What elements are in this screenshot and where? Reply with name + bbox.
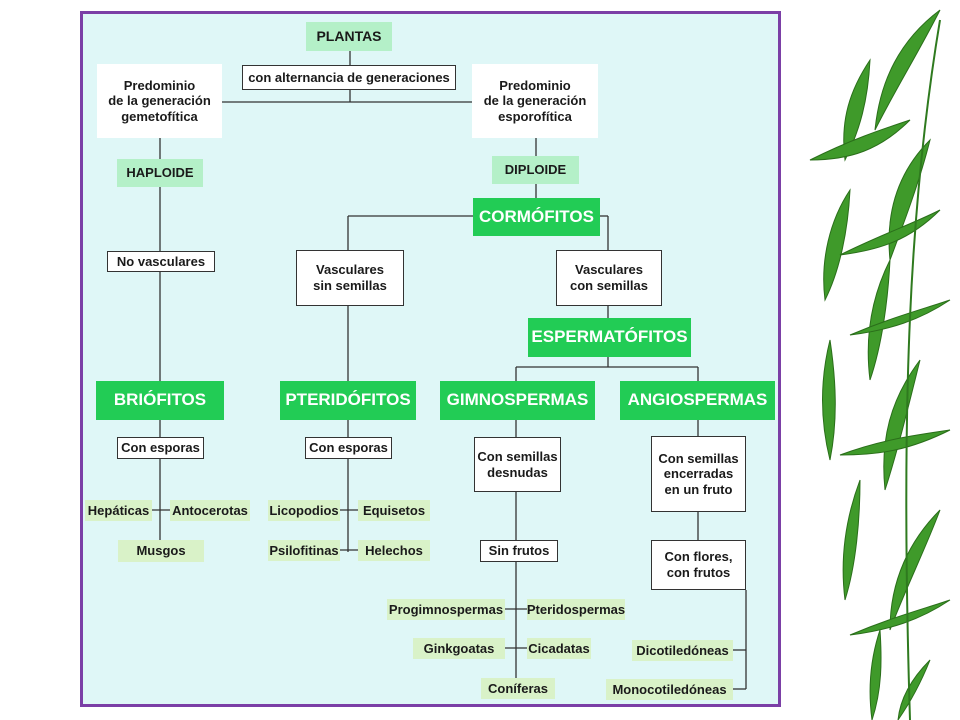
antocerotas-tag: Antocerotas: [170, 500, 250, 521]
sporophytic-node: Predominio de la generación esporofítica: [472, 64, 598, 138]
vascular-seeds-node: Vasculares con semillas: [556, 250, 662, 306]
enclosed-seeds-node: Con semillas encerradas en un fruto: [651, 436, 746, 512]
monocotiledoneas-tag: Monocotiledóneas: [606, 679, 733, 700]
pteridospermas-tag: Pteridospermas: [527, 599, 625, 620]
ginkgoatas-tag: Ginkgoatas: [413, 638, 505, 659]
bamboo-leaves-decoration: [809, 9, 951, 720]
gymnosperms-node: GIMNOSPERMAS: [440, 381, 595, 420]
coniferas-tag: Coníferas: [481, 678, 555, 699]
root-node: PLANTAS: [306, 22, 392, 51]
bryophytes-node: BRIÓFITOS: [96, 381, 224, 420]
no-fruits-node: Sin frutos: [480, 540, 558, 562]
flowers-fruits-node: Con flores, con frutos: [651, 540, 746, 590]
cicadatas-tag: Cicadatas: [527, 638, 591, 659]
hepaticas-tag: Hepáticas: [85, 500, 152, 521]
equisetos-tag: Equisetos: [358, 500, 430, 521]
dicotiledoneas-tag: Dicotiledóneas: [632, 640, 733, 661]
cormophytes-node: CORMÓFITOS: [473, 198, 600, 236]
pterido-spores-node: Con esporas: [305, 437, 392, 459]
bryo-spores-node: Con esporas: [117, 437, 204, 459]
musgos-tag: Musgos: [118, 540, 204, 562]
helechos-tag: Helechos: [358, 540, 430, 561]
diploid-node: DIPLOIDE: [492, 156, 579, 184]
vascular-no-seeds-node: Vasculares sin semillas: [296, 250, 404, 306]
licopodios-tag: Licopodios: [268, 500, 340, 521]
non-vascular-node: No vasculares: [107, 251, 215, 272]
naked-seeds-node: Con semillas desnudas: [474, 437, 561, 492]
alternation-node: con alternancia de generaciones: [242, 65, 456, 90]
haploid-node: HAPLOIDE: [117, 159, 203, 187]
gametophytic-node: Predominio de la generación gemetofítica: [97, 64, 222, 138]
psilofitinas-tag: Psilofitinas: [268, 540, 340, 561]
pteridophytes-node: PTERIDÓFITOS: [280, 381, 416, 420]
angiosperms-node: ANGIOSPERMAS: [620, 381, 775, 420]
spermatophytes-node: ESPERMATÓFITOS: [528, 318, 691, 357]
progimnospermas-tag: Progimnospermas: [387, 599, 505, 620]
